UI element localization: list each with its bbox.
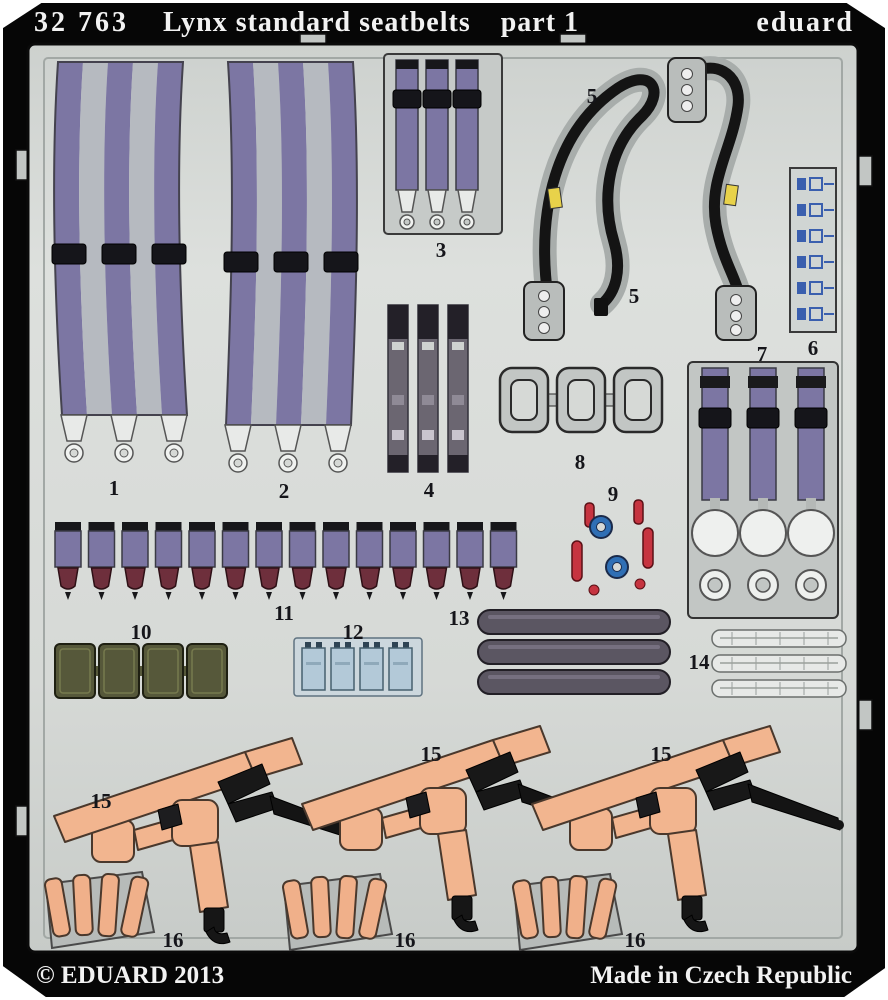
part-label-6: 6 xyxy=(807,336,819,360)
part-label-5: 5 xyxy=(586,84,598,108)
copyright-text: © EDUARD 2013 xyxy=(36,962,225,989)
part-12-blue-fittings xyxy=(293,637,423,697)
part-8-buckle-frames xyxy=(498,366,664,434)
part-4-strap-set xyxy=(387,304,469,473)
part-3-belt-set xyxy=(383,53,503,235)
part-9-small-fittings xyxy=(571,499,654,596)
part-label-14: 14 xyxy=(688,650,710,674)
part-label-10: 10 xyxy=(130,620,152,644)
part-10-olive-pads xyxy=(54,643,228,699)
part-14-stitched-strips xyxy=(711,629,847,698)
part-label-1: 1 xyxy=(108,476,120,500)
photo-corner xyxy=(0,964,50,1000)
brand-name: eduard xyxy=(756,7,854,38)
part-1-belt-set xyxy=(51,61,189,463)
part-label-2: 2 xyxy=(278,479,290,503)
part-label-8: 8 xyxy=(574,450,586,474)
part-label-15: 15 xyxy=(90,789,112,813)
part-label-16: 16 xyxy=(624,928,646,952)
part-label-15: 15 xyxy=(650,742,672,766)
part-label-9: 9 xyxy=(607,482,619,506)
part-label-13: 13 xyxy=(448,606,470,630)
footer-band: © EDUARD 2013 Made in Czech Republic xyxy=(36,960,852,992)
part-13-padded-straps xyxy=(477,609,671,695)
part-2-belt-set xyxy=(223,61,359,473)
part-label-7: 7 xyxy=(756,342,768,366)
part-6-scale-strip xyxy=(789,167,837,333)
part-label-15: 15 xyxy=(420,742,442,766)
part-label-12: 12 xyxy=(342,620,364,644)
header-band: 32 763 Lynx standard seatbelts part 1 ed… xyxy=(34,4,854,42)
photo-corner xyxy=(842,0,888,30)
part-label-5: 5 xyxy=(628,284,640,308)
origin-text: Made in Czech Republic xyxy=(590,962,852,989)
part-5-curved-belt-left xyxy=(523,67,666,341)
part-suffix: part 1 xyxy=(500,7,580,38)
part-label-3: 3 xyxy=(435,238,447,262)
part-5-curved-belt-right xyxy=(667,56,757,341)
photo-corner xyxy=(0,0,46,30)
catalog-number: 32 763 xyxy=(34,7,129,38)
product-title: Lynx standard seatbelts xyxy=(163,7,471,38)
part-label-4: 4 xyxy=(423,478,435,502)
part-label-16: 16 xyxy=(162,928,184,952)
photo-corner xyxy=(840,966,888,1000)
part-7-belt-pad-set xyxy=(687,361,839,619)
part-label-11: 11 xyxy=(274,601,294,625)
part-label-16: 16 xyxy=(394,928,416,952)
